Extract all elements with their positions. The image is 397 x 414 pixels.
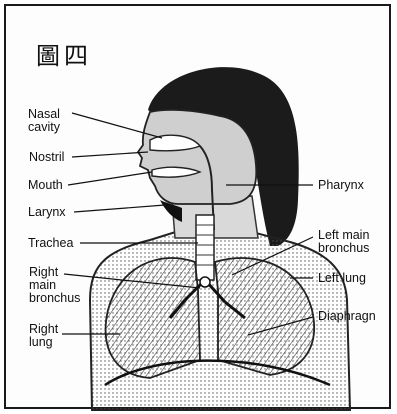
face-shape xyxy=(138,110,256,204)
label-nostril: Nostril xyxy=(29,151,64,164)
label-mouth: Mouth xyxy=(28,179,63,192)
label-pharynx: Pharynx xyxy=(318,179,364,192)
label-left-lung: Left lung xyxy=(318,272,366,285)
label-trachea: Trachea xyxy=(28,237,73,250)
label-diaphragm: Diaphragn xyxy=(318,310,376,323)
bronchi-junction xyxy=(200,277,210,287)
label-larynx: Larynx xyxy=(28,206,66,219)
